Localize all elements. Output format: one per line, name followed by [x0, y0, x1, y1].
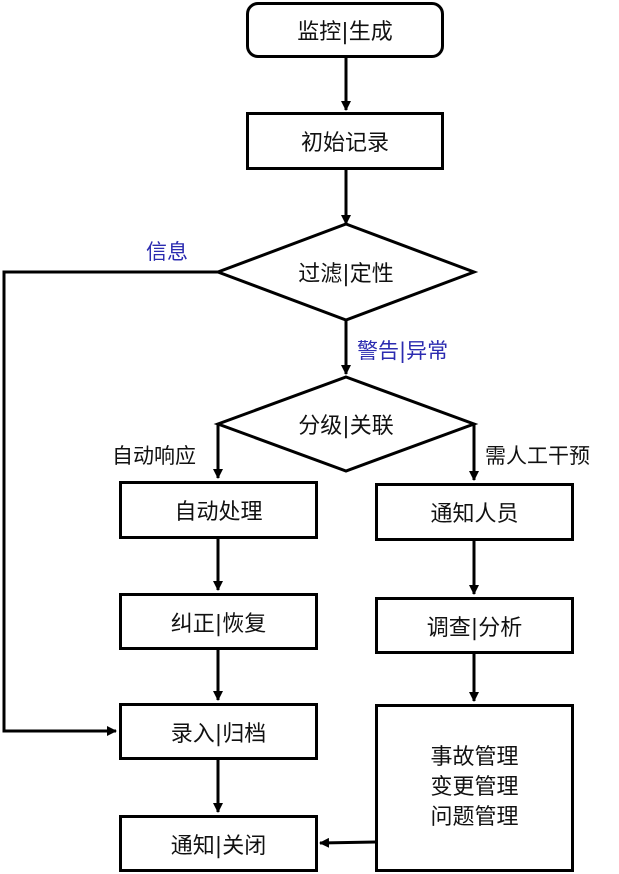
decision-filter-label: 过滤|定性 — [298, 262, 394, 287]
node-monitor-generate: 监控|生成 — [246, 2, 444, 58]
decision-classify-shape — [213, 375, 479, 473]
node-auto-process: 自动处理 — [119, 481, 318, 539]
node-investigate-analyze-label: 调查|分析 — [426, 615, 523, 641]
node-entry-archive: 录入|归档 — [119, 703, 318, 760]
node-initial-record-label: 初始记录 — [300, 131, 389, 156]
decision-filter-shape — [213, 222, 479, 322]
node-correct-recover-label: 纠正|恢复 — [170, 611, 267, 637]
node-investigate-analyze: 调查|分析 — [375, 597, 574, 654]
edge-label-auto-response: 自动响应 — [112, 444, 196, 468]
edge-label-info: 信息 — [146, 240, 188, 264]
node-auto-process-label: 自动处理 — [174, 500, 263, 525]
node-notify-staff-label: 通知人员 — [430, 502, 519, 527]
node-initial-record: 初始记录 — [246, 112, 444, 170]
node-entry-archive-label: 录入|归档 — [170, 721, 267, 747]
node-notify-close: 通知|关闭 — [119, 815, 318, 872]
node-notify-close-label: 通知|关闭 — [170, 833, 267, 859]
edge-label-manual: 需人工干预 — [485, 444, 590, 468]
node-correct-recover: 纠正|恢复 — [119, 593, 318, 650]
node-management-line-change: 变更管理 — [430, 775, 519, 800]
node-notify-staff: 通知人员 — [375, 483, 574, 541]
node-management-line-problem: 问题管理 — [430, 805, 519, 830]
decision-classify-label-wrap: 分级|关联 — [246, 404, 446, 444]
edge-filter-to-archive-info — [2, 270, 218, 736]
edge-management-to-close — [319, 837, 377, 848]
node-management-line-incident: 事故管理 — [430, 745, 519, 770]
decision-classify-label: 分级|关联 — [298, 414, 394, 439]
node-management: 事故管理 变更管理 问题管理 — [375, 704, 574, 872]
edge-label-warning: 警告|异常 — [357, 339, 449, 363]
node-monitor-generate-label: 监控|生成 — [297, 20, 393, 45]
decision-filter-label-wrap: 过滤|定性 — [246, 252, 446, 292]
